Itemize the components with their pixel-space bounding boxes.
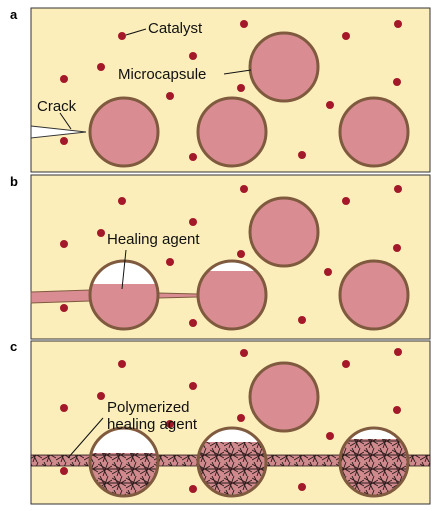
microcapsule	[338, 259, 410, 331]
panel-letter-a: a	[10, 7, 18, 22]
microcapsule-leader	[223, 69, 252, 75]
ruptured-capsule-b2	[196, 259, 268, 331]
catalyst-dots-c	[60, 348, 402, 493]
polymerized-capsule-c2	[196, 426, 268, 498]
healing-agent-label: Healing agent	[107, 231, 200, 248]
crack-segment-b	[157, 292, 199, 299]
catalyst-label: Catalyst	[148, 20, 203, 37]
crack-healing-agent-b	[30, 289, 91, 304]
panel-a: a Catalyst	[10, 7, 431, 173]
microcapsule	[88, 96, 160, 168]
catalyst-leader	[125, 28, 147, 36]
polymerized-label-line1: Polymerized	[107, 399, 190, 416]
polymerized-label-line2: healing agent	[107, 416, 198, 433]
microcapsule	[196, 96, 268, 168]
crack-label: Crack	[37, 98, 77, 115]
microcapsule	[248, 196, 320, 268]
healing-agent-leader	[121, 249, 127, 290]
crack-leader	[59, 112, 72, 130]
ruptured-capsule-b1	[88, 259, 160, 331]
microcapsule	[248, 361, 320, 433]
panel-c: c	[10, 339, 431, 505]
microcapsule	[338, 96, 410, 168]
crack-wedge	[30, 125, 87, 139]
panel-letter-b: b	[10, 174, 18, 189]
catalyst-dots-a	[60, 20, 402, 161]
polymerized-leader	[67, 417, 104, 459]
panel-letter-c: c	[10, 339, 17, 354]
microcapsules-a	[88, 31, 410, 168]
microcapsule-label: Microcapsule	[118, 66, 206, 83]
microcapsules-intact-b	[248, 196, 410, 331]
catalyst-dots-b	[60, 185, 402, 327]
polymerized-capsule-c3	[338, 426, 410, 498]
panel-b: b	[10, 174, 431, 340]
microcapsule	[248, 31, 320, 103]
